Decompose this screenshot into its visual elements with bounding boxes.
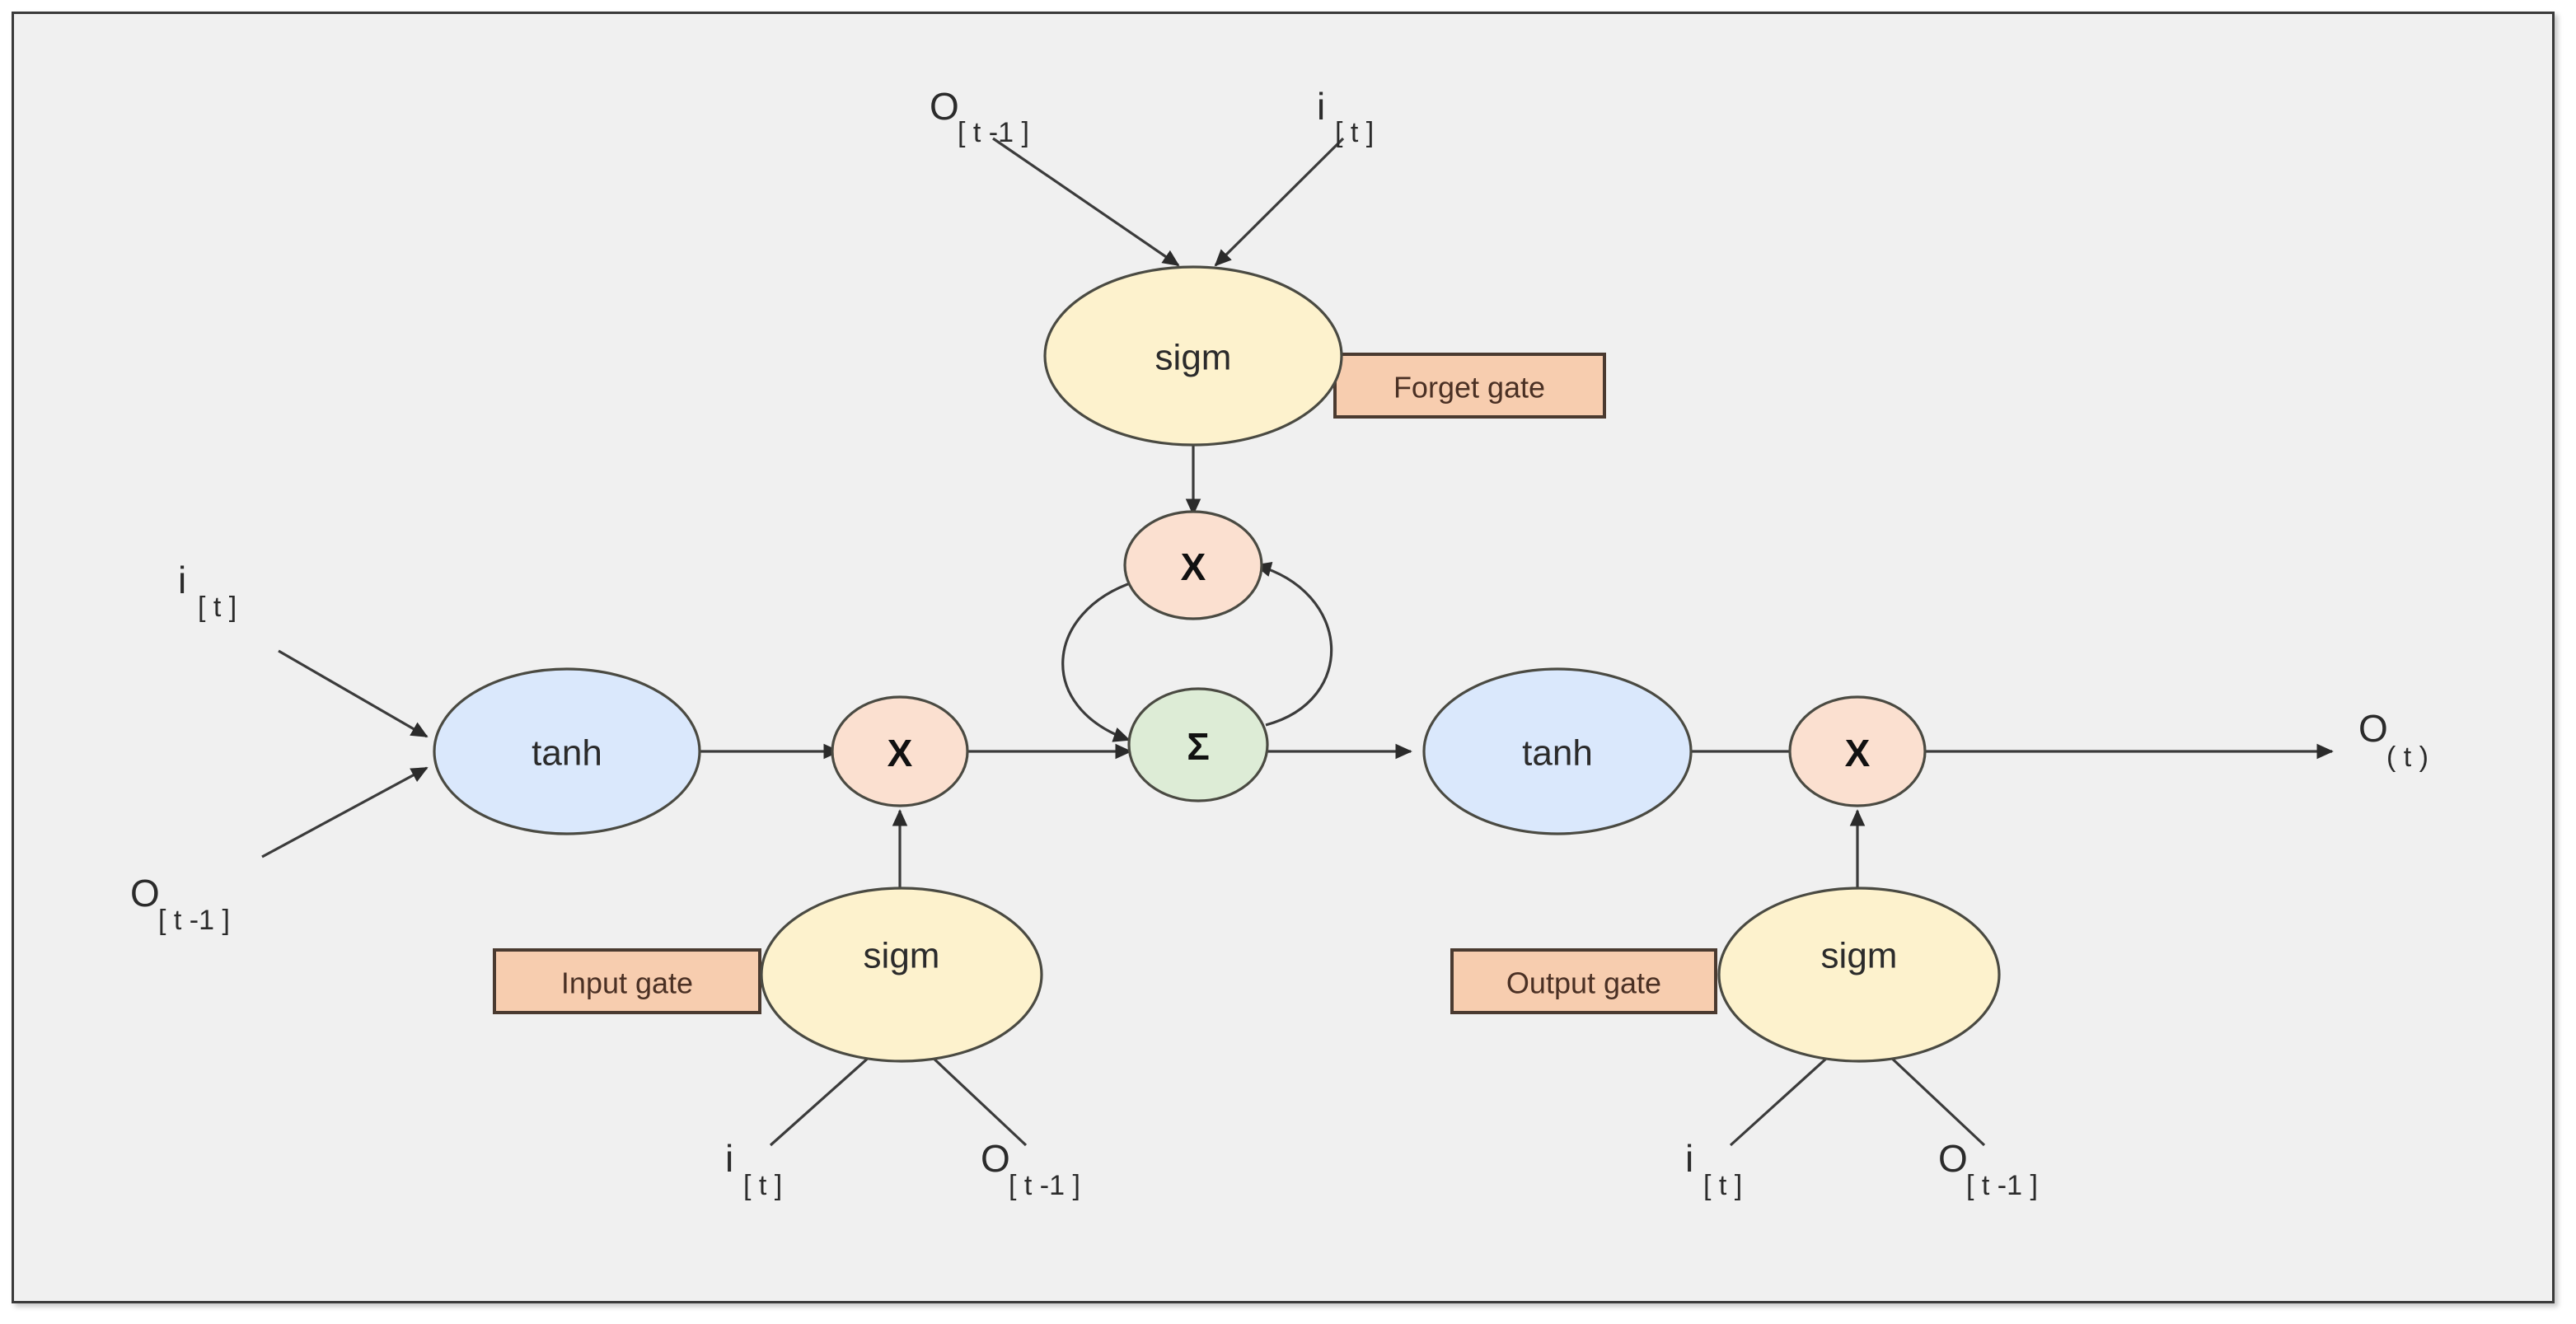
node-candidate-tanh[interactable]: tanh xyxy=(433,667,701,835)
io-label-output-gate-prev-output-main: O xyxy=(1938,1137,1968,1180)
node-forget-multiply-label: X xyxy=(1181,545,1206,588)
node-output-multiply-ellipse xyxy=(1788,695,1927,807)
io-label-input-gate-input: i [ t ] xyxy=(725,1137,782,1201)
io-label-input-gate-input-main: i xyxy=(725,1137,733,1180)
gate-box-input[interactable]: Input gate xyxy=(493,948,761,1014)
io-label-forget-prev-output: O [ t -1 ] xyxy=(930,85,1029,148)
node-input-sigm-label: sigm xyxy=(864,936,940,976)
io-label-candidate-prev-output-sub: [ t -1 ] xyxy=(158,905,230,936)
gate-box-output-rect xyxy=(1450,948,1717,1014)
io-label-output-gate-input-main: i xyxy=(1685,1137,1693,1180)
diagram-frame xyxy=(12,12,2555,1303)
edge-multiply-to-sum-left-curve xyxy=(1061,580,1136,742)
node-input-sigm-ellipse xyxy=(760,887,1043,1063)
io-label-input-gate-prev-output-main: O xyxy=(981,1137,1010,1180)
io-label-candidate-input-main: i xyxy=(178,559,186,601)
node-candidate-tanh-label: tanh xyxy=(532,733,602,774)
io-label-forget-input-main: i xyxy=(1317,85,1325,128)
io-label-candidate-prev-output-main: O xyxy=(130,872,160,915)
edge-input-to-forget-sigm xyxy=(1214,137,1345,267)
io-label-forget-input: i [ t ] xyxy=(1317,85,1374,148)
edge-sum-to-multiply-right-curve xyxy=(1254,561,1333,727)
io-label-candidate-prev-output: O [ t -1 ] xyxy=(130,872,230,936)
gate-box-forget[interactable]: Forget gate xyxy=(1333,353,1606,419)
node-input-multiply[interactable]: X xyxy=(831,695,969,807)
edge-prevoutput-to-candidate-tanh xyxy=(261,766,429,858)
node-output-sigm[interactable]: sigm xyxy=(1717,887,2001,1063)
io-label-final-output-sub: ( t ) xyxy=(2386,742,2428,773)
io-label-final-output: O ( t ) xyxy=(2358,707,2428,773)
io-label-candidate-input-sub: [ t ] xyxy=(198,592,237,623)
edge-prevoutput-to-forget-sigm xyxy=(992,137,1180,267)
node-output-tanh-label: tanh xyxy=(1522,733,1593,774)
node-forget-sigm-ellipse xyxy=(1043,265,1343,447)
node-output-tanh[interactable]: tanh xyxy=(1422,667,1693,835)
node-forget-sigm-label: sigm xyxy=(1155,338,1232,378)
node-forget-sigm[interactable]: sigm xyxy=(1043,265,1343,447)
gate-box-input-rect xyxy=(493,948,761,1014)
gate-box-forget-rect xyxy=(1333,353,1606,419)
node-output-sigm-label: sigm xyxy=(1821,936,1898,976)
node-input-sigm[interactable]: sigm xyxy=(760,887,1043,1063)
io-label-forget-prev-output-main: O xyxy=(930,85,959,128)
io-label-output-gate-prev-output-sub: [ t -1 ] xyxy=(1966,1170,2038,1201)
io-label-forget-input-sub: [ t ] xyxy=(1335,117,1374,148)
node-cell-sum-label: Σ xyxy=(1187,725,1210,768)
node-forget-multiply-ellipse xyxy=(1123,510,1263,620)
node-output-sigm-ellipse xyxy=(1717,887,2001,1063)
node-output-multiply-label: X xyxy=(1845,732,1871,774)
node-candidate-tanh-ellipse xyxy=(433,667,701,835)
gate-box-output-label: Output gate xyxy=(1506,966,1661,1000)
io-label-input-gate-input-sub: [ t ] xyxy=(743,1170,782,1201)
io-label-input-gate-prev-output-sub: [ t -1 ] xyxy=(1009,1170,1080,1201)
io-label-forget-prev-output-sub: [ t -1 ] xyxy=(958,117,1029,148)
gate-box-input-label: Input gate xyxy=(561,966,693,1000)
io-label-output-gate-input-sub: [ t ] xyxy=(1703,1170,1742,1201)
io-label-candidate-input: i [ t ] xyxy=(178,559,237,623)
gate-box-output[interactable]: Output gate xyxy=(1450,948,1717,1014)
node-forget-multiply[interactable]: X xyxy=(1123,510,1263,620)
node-cell-sum-ellipse xyxy=(1127,687,1269,802)
gate-box-forget-label: Forget gate xyxy=(1393,371,1545,405)
io-label-input-gate-prev-output: O [ t -1 ] xyxy=(981,1137,1080,1201)
node-cell-sum[interactable]: Σ xyxy=(1127,687,1269,802)
node-output-tanh-ellipse xyxy=(1422,667,1693,835)
io-label-output-gate-input: i [ t ] xyxy=(1685,1137,1742,1201)
io-label-final-output-main: O xyxy=(2358,707,2388,750)
node-output-multiply[interactable]: X xyxy=(1788,695,1927,807)
node-input-multiply-label: X xyxy=(888,732,913,774)
edge-input-to-candidate-tanh xyxy=(278,649,429,738)
io-label-output-gate-prev-output: O [ t -1 ] xyxy=(1938,1137,2038,1201)
node-input-multiply-ellipse xyxy=(831,695,969,807)
